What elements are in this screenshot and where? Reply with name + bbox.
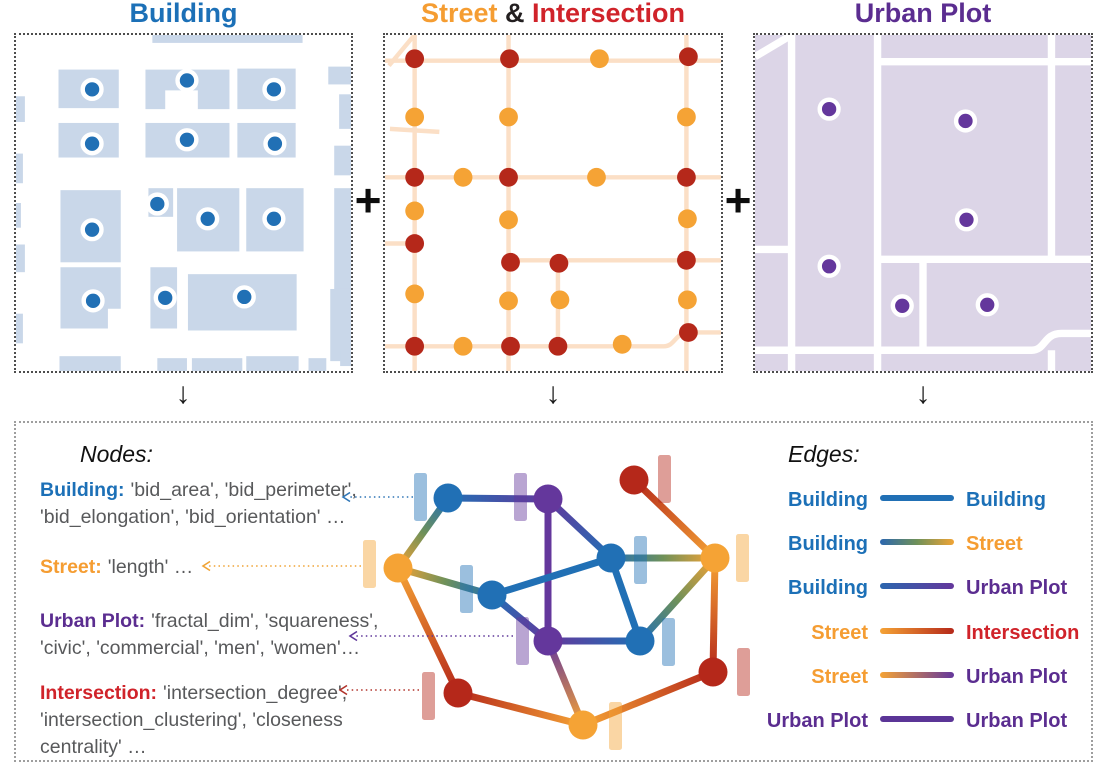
edge-legend-street-intersection: Street Intersection bbox=[664, 619, 1079, 645]
node-label-building: Building: bbox=[40, 479, 125, 501]
legend-right-label: Street bbox=[966, 532, 1023, 555]
edge-swatch-urban-plot-urban-plot bbox=[880, 715, 954, 722]
street-centerlines bbox=[385, 35, 721, 371]
edge-swatch-building-street bbox=[880, 538, 954, 545]
node-label-street: Street: bbox=[40, 556, 102, 578]
down-arrow-building: ↓ bbox=[175, 377, 191, 410]
edge-legend-building-building: Building Building bbox=[664, 486, 1046, 512]
title-ampersand: & bbox=[504, 0, 525, 28]
legend-right-label: Intersection bbox=[966, 621, 1080, 644]
edge-swatch-building-building bbox=[880, 494, 954, 501]
node-label-urban-plot: Urban Plot: bbox=[40, 610, 146, 632]
down-arrow-street: ↓ bbox=[545, 377, 561, 410]
nodes-heading: Nodes: bbox=[80, 441, 153, 467]
node-attrs-intersection-line1: 'intersection_degree', bbox=[163, 682, 348, 704]
node-attrs-street: Street:'length' … bbox=[40, 554, 385, 581]
legend-left-label: Street bbox=[811, 621, 868, 644]
node-attrs-intersection-line2: 'intersection_clustering', 'closeness ce… bbox=[40, 709, 343, 758]
edge-swatch-street-intersection bbox=[880, 627, 954, 634]
edge-swatch-building-urban-plot bbox=[880, 582, 954, 589]
building-map bbox=[16, 35, 351, 371]
edge-legend-street-urban-plot: Street Urban Plot bbox=[664, 663, 1067, 689]
edges-heading: Edges: bbox=[788, 441, 860, 467]
legend-left-label: Urban Plot bbox=[766, 709, 868, 732]
node-label-intersection: Intersection: bbox=[40, 682, 158, 704]
edge-legend-building-street: Building Street bbox=[664, 530, 1023, 556]
street-midpoint-dots bbox=[405, 49, 697, 356]
legend-left-label: Street bbox=[811, 665, 868, 688]
title-street-word: Street bbox=[420, 0, 498, 28]
node-attrs-building-line1: 'bid_area', 'bid_perimeter', bbox=[130, 479, 357, 501]
legend-left-label: Building bbox=[788, 488, 868, 511]
plot-boundary-streets bbox=[755, 35, 1091, 371]
panel-title-urban-plot: Urban Plot bbox=[854, 0, 992, 28]
legend-right-label: Building bbox=[966, 488, 1046, 511]
legend-left-label: Building bbox=[788, 532, 868, 555]
edge-legend-urban-plot-urban-plot: Urban Plot Urban Plot bbox=[664, 707, 1067, 733]
building-centroid-dots bbox=[80, 68, 287, 313]
legend-right-label: Urban Plot bbox=[966, 709, 1068, 732]
graph-description-panel: Nodes: Building:'bid_area', 'bid_perimet… bbox=[14, 421, 1093, 762]
plot-centroid-dots bbox=[817, 97, 999, 318]
edge-legend-building-urban-plot: Building Urban Plot bbox=[664, 574, 1067, 600]
node-attrs-urban-plot: Urban Plot:'fractal_dim', 'squareness', … bbox=[40, 608, 385, 662]
urban-plot-map bbox=[755, 35, 1091, 371]
panel-title-street-intersection: Street & Intersection bbox=[383, 0, 723, 30]
node-attrs-intersection: Intersection:'intersection_degree', 'int… bbox=[40, 680, 385, 761]
node-attrs-building-line2: 'bid_elongation', 'bid_orientation' … bbox=[40, 506, 346, 528]
node-attrs-urban-plot-line1: 'fractal_dim', 'squareness', bbox=[151, 610, 379, 632]
node-attrs-urban-plot-line2: 'civic', 'commercial', 'men', 'women'… bbox=[40, 637, 361, 659]
panel-title-building: Building bbox=[129, 0, 238, 28]
building-map-panel bbox=[14, 33, 353, 373]
legend-right-label: Urban Plot bbox=[966, 665, 1068, 688]
intersection-dots bbox=[405, 47, 698, 356]
node-attrs-building: Building:'bid_area', 'bid_perimeter', 'b… bbox=[40, 477, 385, 531]
urban-plot-map-panel bbox=[753, 33, 1093, 373]
node-attrs-street-line1: 'length' … bbox=[107, 556, 194, 578]
plus-operator-1: + bbox=[354, 174, 382, 226]
street-intersection-map-panel bbox=[383, 33, 723, 373]
down-arrow-urban-plot: ↓ bbox=[915, 377, 931, 410]
title-intersection-word: Intersection bbox=[532, 0, 686, 28]
edge-swatch-street-urban-plot bbox=[880, 671, 954, 678]
plus-operator-2: + bbox=[724, 174, 752, 226]
street-intersection-map bbox=[385, 35, 721, 371]
legend-left-label: Building bbox=[788, 576, 868, 599]
building-footprints bbox=[16, 35, 351, 371]
legend-right-label: Urban Plot bbox=[966, 576, 1068, 599]
